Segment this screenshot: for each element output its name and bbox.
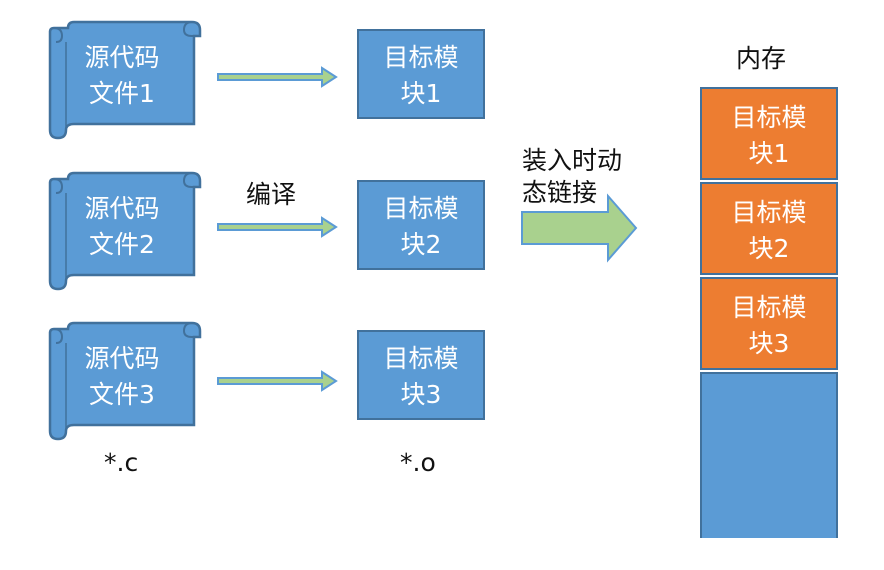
source-file-2: 源代码 文件2: [66, 189, 178, 261]
source-extension-label: *.c: [104, 448, 139, 477]
source-file-3-line2: 文件3: [89, 380, 155, 409]
memory-block-1-line2: 块1: [748, 138, 790, 168]
compile-label: 编译: [246, 180, 297, 209]
source-file-2-line1: 源代码: [84, 194, 160, 223]
object-module-1-line2: 块1: [400, 79, 442, 108]
load-link-label-line2: 态链接: [522, 178, 598, 207]
load-link-arrow: [521, 193, 638, 263]
memory-free-space: [700, 372, 838, 538]
object-module-3-line2: 块3: [400, 380, 442, 409]
compile-arrow-3: [217, 371, 337, 391]
object-extension-label: *.o: [400, 448, 436, 477]
memory-block-2-line1: 目标模: [731, 197, 807, 227]
memory-title: 内存: [736, 44, 787, 73]
object-module-2: 目标模 块2: [357, 180, 485, 270]
compile-arrow-2: [217, 217, 337, 237]
source-file-1-line1: 源代码: [84, 43, 160, 72]
memory-block-1: 目标模 块1: [700, 87, 838, 180]
source-file-1-line2: 文件1: [89, 79, 155, 108]
memory-block-3-line2: 块3: [748, 328, 790, 358]
object-module-1-line1: 目标模: [383, 43, 459, 72]
source-file-2-line2: 文件2: [89, 230, 155, 259]
memory-block-1-line1: 目标模: [731, 102, 807, 132]
source-file-3: 源代码 文件3: [66, 339, 178, 411]
source-file-3-line1: 源代码: [84, 344, 160, 373]
object-module-2-line2: 块2: [400, 230, 442, 259]
object-module-3-line1: 目标模: [383, 344, 459, 373]
memory-block-3-line1: 目标模: [731, 292, 807, 322]
source-file-1: 源代码 文件1: [66, 38, 178, 110]
load-link-label-line1: 装入时动: [522, 146, 623, 175]
memory-block-3: 目标模 块3: [700, 277, 838, 370]
object-module-3: 目标模 块3: [357, 330, 485, 420]
object-module-1: 目标模 块1: [357, 29, 485, 119]
memory-block-2-line2: 块2: [748, 233, 790, 263]
object-module-2-line1: 目标模: [383, 194, 459, 223]
memory-block-2: 目标模 块2: [700, 182, 838, 275]
compile-arrow-1: [217, 67, 337, 87]
